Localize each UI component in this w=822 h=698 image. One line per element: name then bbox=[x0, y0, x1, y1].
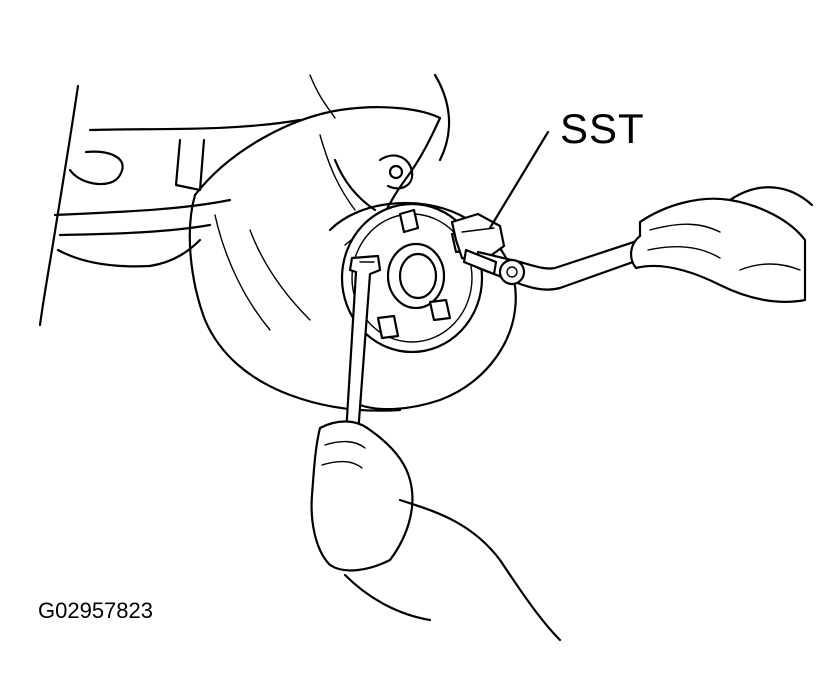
right-hand bbox=[630, 186, 814, 303]
sst-label: SST bbox=[560, 105, 645, 152]
sst-leader-line bbox=[488, 130, 550, 230]
figure-code: G02957823 bbox=[38, 598, 153, 623]
vehicle-body-lines bbox=[38, 73, 451, 327]
left-hand bbox=[310, 420, 562, 642]
